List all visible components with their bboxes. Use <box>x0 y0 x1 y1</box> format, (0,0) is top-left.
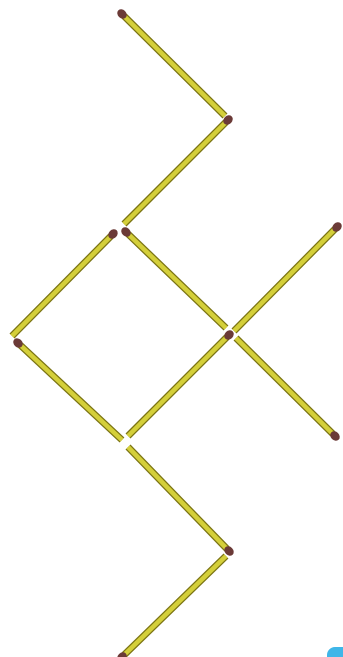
matchstick-4[interactable] <box>119 225 226 328</box>
matchstick-body <box>124 120 228 224</box>
matchstick-body <box>122 14 225 116</box>
matchstick-body <box>236 338 335 436</box>
corner-accent <box>327 647 343 657</box>
matchstick-8[interactable] <box>236 338 342 443</box>
matchstick-body <box>18 343 122 440</box>
matchstick-2[interactable] <box>124 113 235 224</box>
matchstick-body <box>128 335 229 436</box>
matchstick-1[interactable] <box>115 7 225 116</box>
matchstick-9[interactable] <box>128 447 236 558</box>
matchstick-6[interactable] <box>11 336 122 440</box>
matchstick-5[interactable] <box>234 220 343 331</box>
matchstick-body <box>128 447 229 551</box>
matchstick-body <box>122 556 226 657</box>
matchstick-10[interactable] <box>115 556 226 657</box>
matchstick-body <box>126 232 226 328</box>
matchstick-7[interactable] <box>128 328 236 436</box>
matchstick-body <box>12 234 113 336</box>
matchstick-body <box>234 227 337 331</box>
matchstick-3[interactable] <box>12 227 120 336</box>
